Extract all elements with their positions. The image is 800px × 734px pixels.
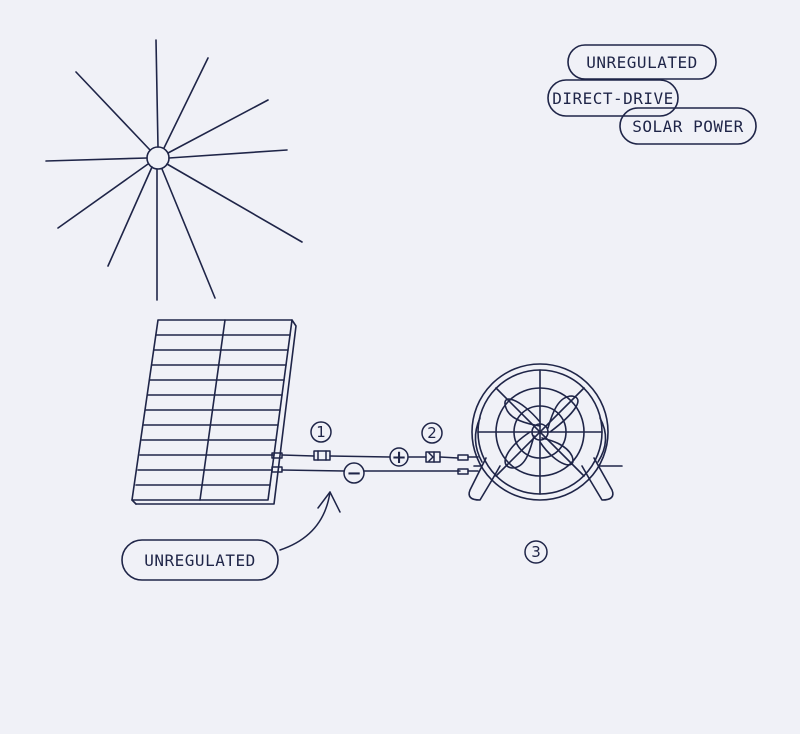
title-tags: UNREGULATED DIRECT-DRIVE SOLAR POWER	[547, 44, 757, 145]
tag-unregulated: UNREGULATED	[567, 44, 717, 80]
fuse-icon	[313, 450, 331, 461]
marker-1-label: 1	[316, 423, 326, 441]
sun-icon	[45, 39, 303, 301]
unregulated-callout: UNREGULATED	[121, 491, 341, 581]
positive-terminal-marker: +	[389, 447, 409, 468]
tag-solar-power-label: SOLAR POWER	[632, 117, 743, 136]
diode-icon	[425, 451, 441, 463]
marker-3-label: 3	[531, 543, 541, 561]
negative-sign: −	[346, 463, 361, 484]
fan-icon	[468, 363, 623, 501]
tag-direct-drive: DIRECT-DRIVE	[547, 79, 679, 117]
marker-1: 1	[310, 421, 332, 443]
tag-solar-power: SOLAR POWER	[619, 107, 757, 145]
tag-direct-drive-label: DIRECT-DRIVE	[552, 89, 674, 108]
solar-panel	[131, 319, 297, 505]
negative-terminal-marker: −	[343, 462, 365, 484]
marker-2: 2	[421, 422, 443, 444]
wiring	[271, 452, 479, 475]
marker-2-label: 2	[427, 424, 437, 442]
tag-unregulated-label: UNREGULATED	[586, 53, 697, 72]
marker-3: 3	[524, 540, 548, 564]
callout-unregulated-label: UNREGULATED	[144, 551, 255, 570]
positive-sign: +	[391, 447, 406, 468]
